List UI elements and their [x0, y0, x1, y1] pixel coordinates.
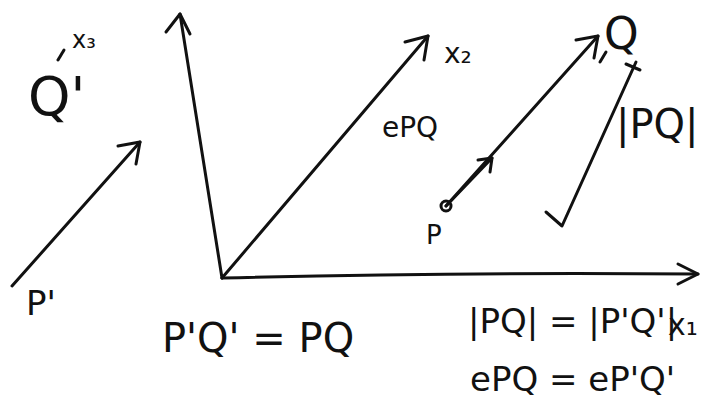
x3-axis: [180, 14, 222, 278]
sketch-label: P: [426, 222, 442, 248]
sketch-label: x₁: [668, 310, 698, 340]
sketch-label: ePQ = eP'Q': [470, 362, 675, 396]
sketch-label: x₂: [444, 40, 472, 68]
arrowhead: [576, 36, 598, 58]
sketch-label: Q: [604, 12, 639, 56]
length-bracket: [546, 62, 636, 226]
arrowhead: [478, 158, 492, 172]
sketch-label: ePQ: [382, 114, 438, 142]
tick: [626, 64, 640, 70]
sketch-label: |PQ|: [616, 104, 699, 144]
x1-axis: [222, 274, 698, 279]
sketch-label: Q': [28, 70, 85, 124]
leader-line: [58, 50, 64, 60]
arrowhead: [678, 264, 698, 284]
x2-axis: [222, 36, 428, 278]
vector-pq-prime: [12, 142, 140, 286]
point-p: [441, 201, 451, 211]
sketch-label: P'Q' = PQ: [162, 318, 354, 358]
arrowhead: [405, 36, 428, 60]
arrowhead: [118, 142, 140, 164]
arrowhead: [166, 14, 190, 34]
unit-vector: [446, 158, 492, 206]
sketch-label: x₃: [72, 28, 96, 52]
sketch-label: P': [26, 286, 56, 320]
sketch-label: |PQ| = |P'Q'|: [468, 304, 677, 338]
